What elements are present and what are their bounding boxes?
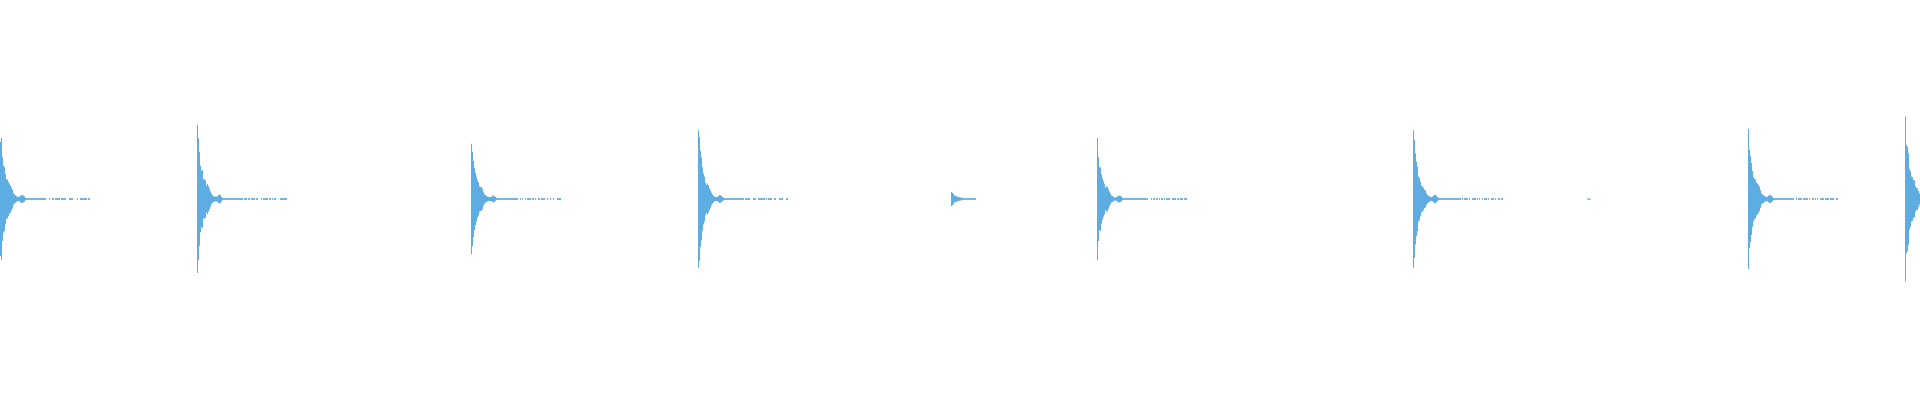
transient-1 bbox=[0, 138, 90, 260]
transient-5 bbox=[951, 192, 976, 206]
residual-signal bbox=[1587, 198, 1591, 200]
transient-9 bbox=[1905, 116, 1920, 282]
transient-3 bbox=[471, 143, 561, 255]
transient-7 bbox=[1413, 130, 1503, 268]
waveform-marks bbox=[0, 116, 1920, 282]
transient-2 bbox=[197, 125, 287, 273]
transient-6 bbox=[1097, 137, 1187, 261]
transient-4 bbox=[698, 130, 788, 268]
transient-8 bbox=[1748, 128, 1838, 270]
